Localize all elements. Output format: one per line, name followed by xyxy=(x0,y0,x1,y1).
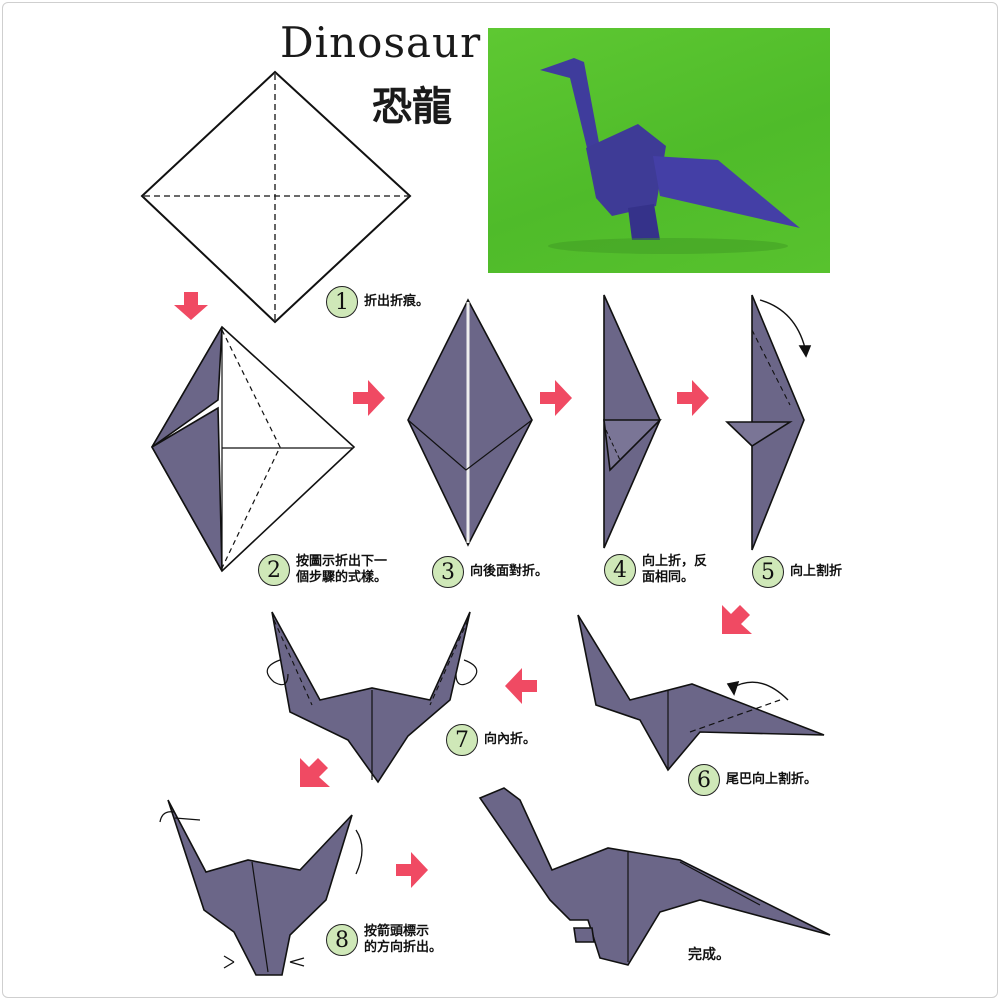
photo-dino-shadow xyxy=(548,238,788,254)
step2-shape xyxy=(150,325,356,573)
arrow-left-1 xyxy=(505,668,537,704)
step1-square xyxy=(140,70,412,324)
step3-shape xyxy=(407,298,533,547)
finished-shape xyxy=(478,787,831,966)
title-english: Dinosaur xyxy=(280,18,482,67)
step-5-badge: 5 xyxy=(752,556,784,588)
step-7-badge: 7 xyxy=(446,724,478,756)
photo-dino-tail xyxy=(653,156,800,228)
finished-label: 完成。 xyxy=(688,947,730,963)
step-3-badge: 3 xyxy=(432,556,464,588)
step-5: 5 向上割折 xyxy=(752,556,842,588)
step4-shape xyxy=(603,294,662,549)
step-4-badge: 4 xyxy=(604,554,636,586)
step5-shape xyxy=(725,294,812,551)
arrow-right-1 xyxy=(353,380,385,416)
step-8: 8 按箭頭標示 的方向折出。 xyxy=(326,924,442,956)
step-2-caption: 按圖示折出下一 個步驟的式樣。 xyxy=(296,554,388,585)
step-7-caption: 向內折。 xyxy=(484,732,537,747)
step-3-caption: 向後面對折。 xyxy=(470,564,549,579)
pink-arrows xyxy=(174,292,752,888)
step-3: 3 向後面對折。 xyxy=(432,556,548,588)
photo-dino-body xyxy=(586,124,666,216)
step-2: 2 按圖示折出下一 個步驟的式樣。 xyxy=(258,554,387,586)
step-6-caption: 尾巴向上割折。 xyxy=(726,772,818,787)
arrow-down-1 xyxy=(174,292,208,320)
step-7: 7 向內折。 xyxy=(446,724,536,756)
step6-shape xyxy=(577,614,825,772)
title-chinese: 恐龍 xyxy=(372,84,452,130)
step-1-caption: 折出折痕。 xyxy=(364,294,430,309)
step7-shape xyxy=(266,611,478,784)
arrow-right-4 xyxy=(396,852,428,888)
step-2-badge: 2 xyxy=(258,554,290,586)
step-1-badge: 1 xyxy=(326,286,358,318)
photo-dino-neck xyxy=(540,58,600,152)
step-6-badge: 6 xyxy=(688,764,720,796)
finished-model-photo xyxy=(488,28,830,273)
step-6: 6 尾巴向上割折。 xyxy=(688,764,817,796)
step-8-caption: 按箭頭標示 的方向折出。 xyxy=(364,924,443,955)
step-8-badge: 8 xyxy=(326,924,358,956)
arrow-down-left xyxy=(722,605,752,634)
arrow-down-left-2 xyxy=(300,758,330,787)
step-1: 1 折出折痕。 xyxy=(326,286,429,318)
step-5-caption: 向上割折 xyxy=(790,564,843,579)
step8-shape xyxy=(159,799,363,976)
step-4-caption: 向上折，反 面相同。 xyxy=(642,554,708,585)
arrow-right-3 xyxy=(677,380,709,416)
arrow-right-2 xyxy=(540,380,572,416)
step-4: 4 向上折，反 面相同。 xyxy=(604,554,707,586)
photo-dino-leg xyxy=(628,204,660,240)
